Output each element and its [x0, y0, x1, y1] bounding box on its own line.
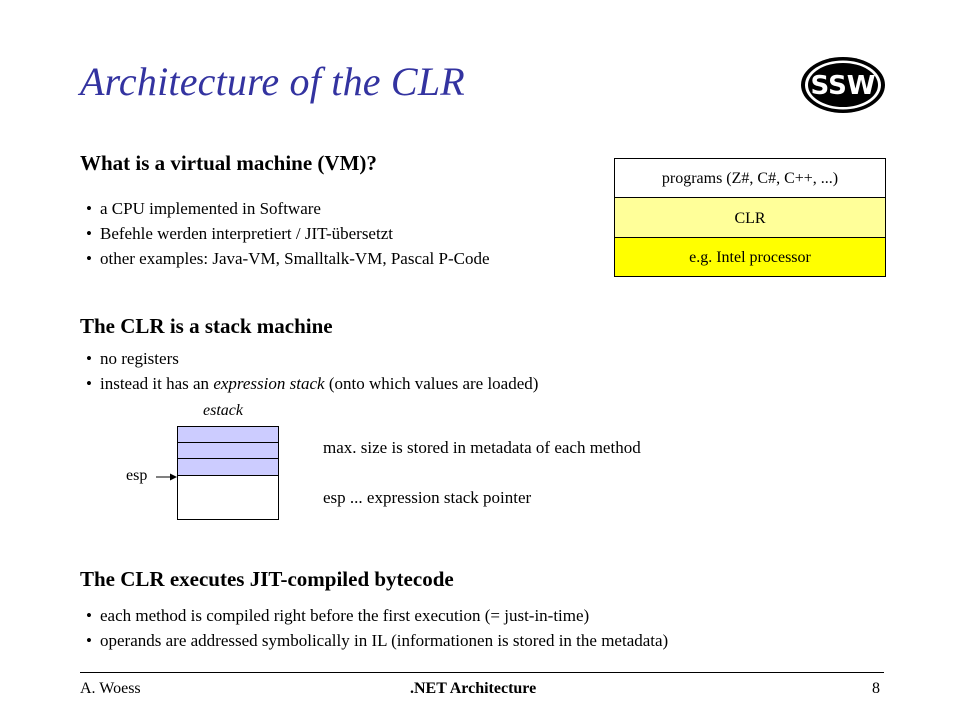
estack-cell-filled [177, 426, 279, 443]
list-item: instead it has an expression stack (onto… [80, 371, 538, 396]
esp-label: esp [126, 467, 148, 484]
layer-programs: programs (Z#, C#, C++, ...) [614, 158, 886, 198]
estack-note-max-size: max. size is stored in metadata of each … [323, 438, 641, 457]
stack-machine-bullet-list: no registers instead it has an expressio… [80, 346, 538, 396]
estack-label: estack [203, 402, 243, 419]
jit-heading: The CLR executes JIT-compiled bytecode [80, 567, 454, 591]
list-item: operands are addressed symbolically in I… [80, 628, 668, 653]
layer-processor: e.g. Intel processor [614, 237, 886, 277]
slide-title: Architecture of the CLR [80, 59, 465, 104]
estack-cell-filled [177, 458, 279, 476]
esp-arrow-icon [156, 473, 177, 481]
vm-bullet-list: a CPU implemented in Software Befehle we… [80, 196, 490, 271]
list-item: a CPU implemented in Software [80, 196, 490, 221]
jit-bullet-list: each method is compiled right before the… [80, 603, 668, 653]
text-run: instead it has an [100, 374, 214, 393]
footer-course: .NET Architecture [410, 680, 537, 697]
footer-page-number: 8 [872, 680, 880, 697]
list-item: Befehle werden interpretiert / JIT-übers… [80, 221, 490, 246]
emphasis-text: expression stack [213, 374, 325, 393]
stack-machine-heading: The CLR is a stack machine [80, 314, 333, 338]
footer-author: A. Woess [80, 680, 141, 697]
vm-heading: What is a virtual machine (VM)? [80, 151, 377, 175]
estack-cell-filled [177, 442, 279, 459]
ssw-logo: SSW [798, 54, 888, 116]
list-item: other examples: Java-VM, Smalltalk-VM, P… [80, 246, 490, 271]
ssw-logo-text: SSW [811, 71, 876, 101]
text-run: (onto which values are loaded) [324, 374, 539, 393]
layer-clr: CLR [614, 197, 886, 238]
list-item: each method is compiled right before the… [80, 603, 668, 628]
list-item: no registers [80, 346, 538, 371]
estack-note-esp: esp ... expression stack pointer [323, 488, 532, 507]
estack-cell-empty [177, 475, 279, 520]
footer-divider [80, 672, 884, 673]
